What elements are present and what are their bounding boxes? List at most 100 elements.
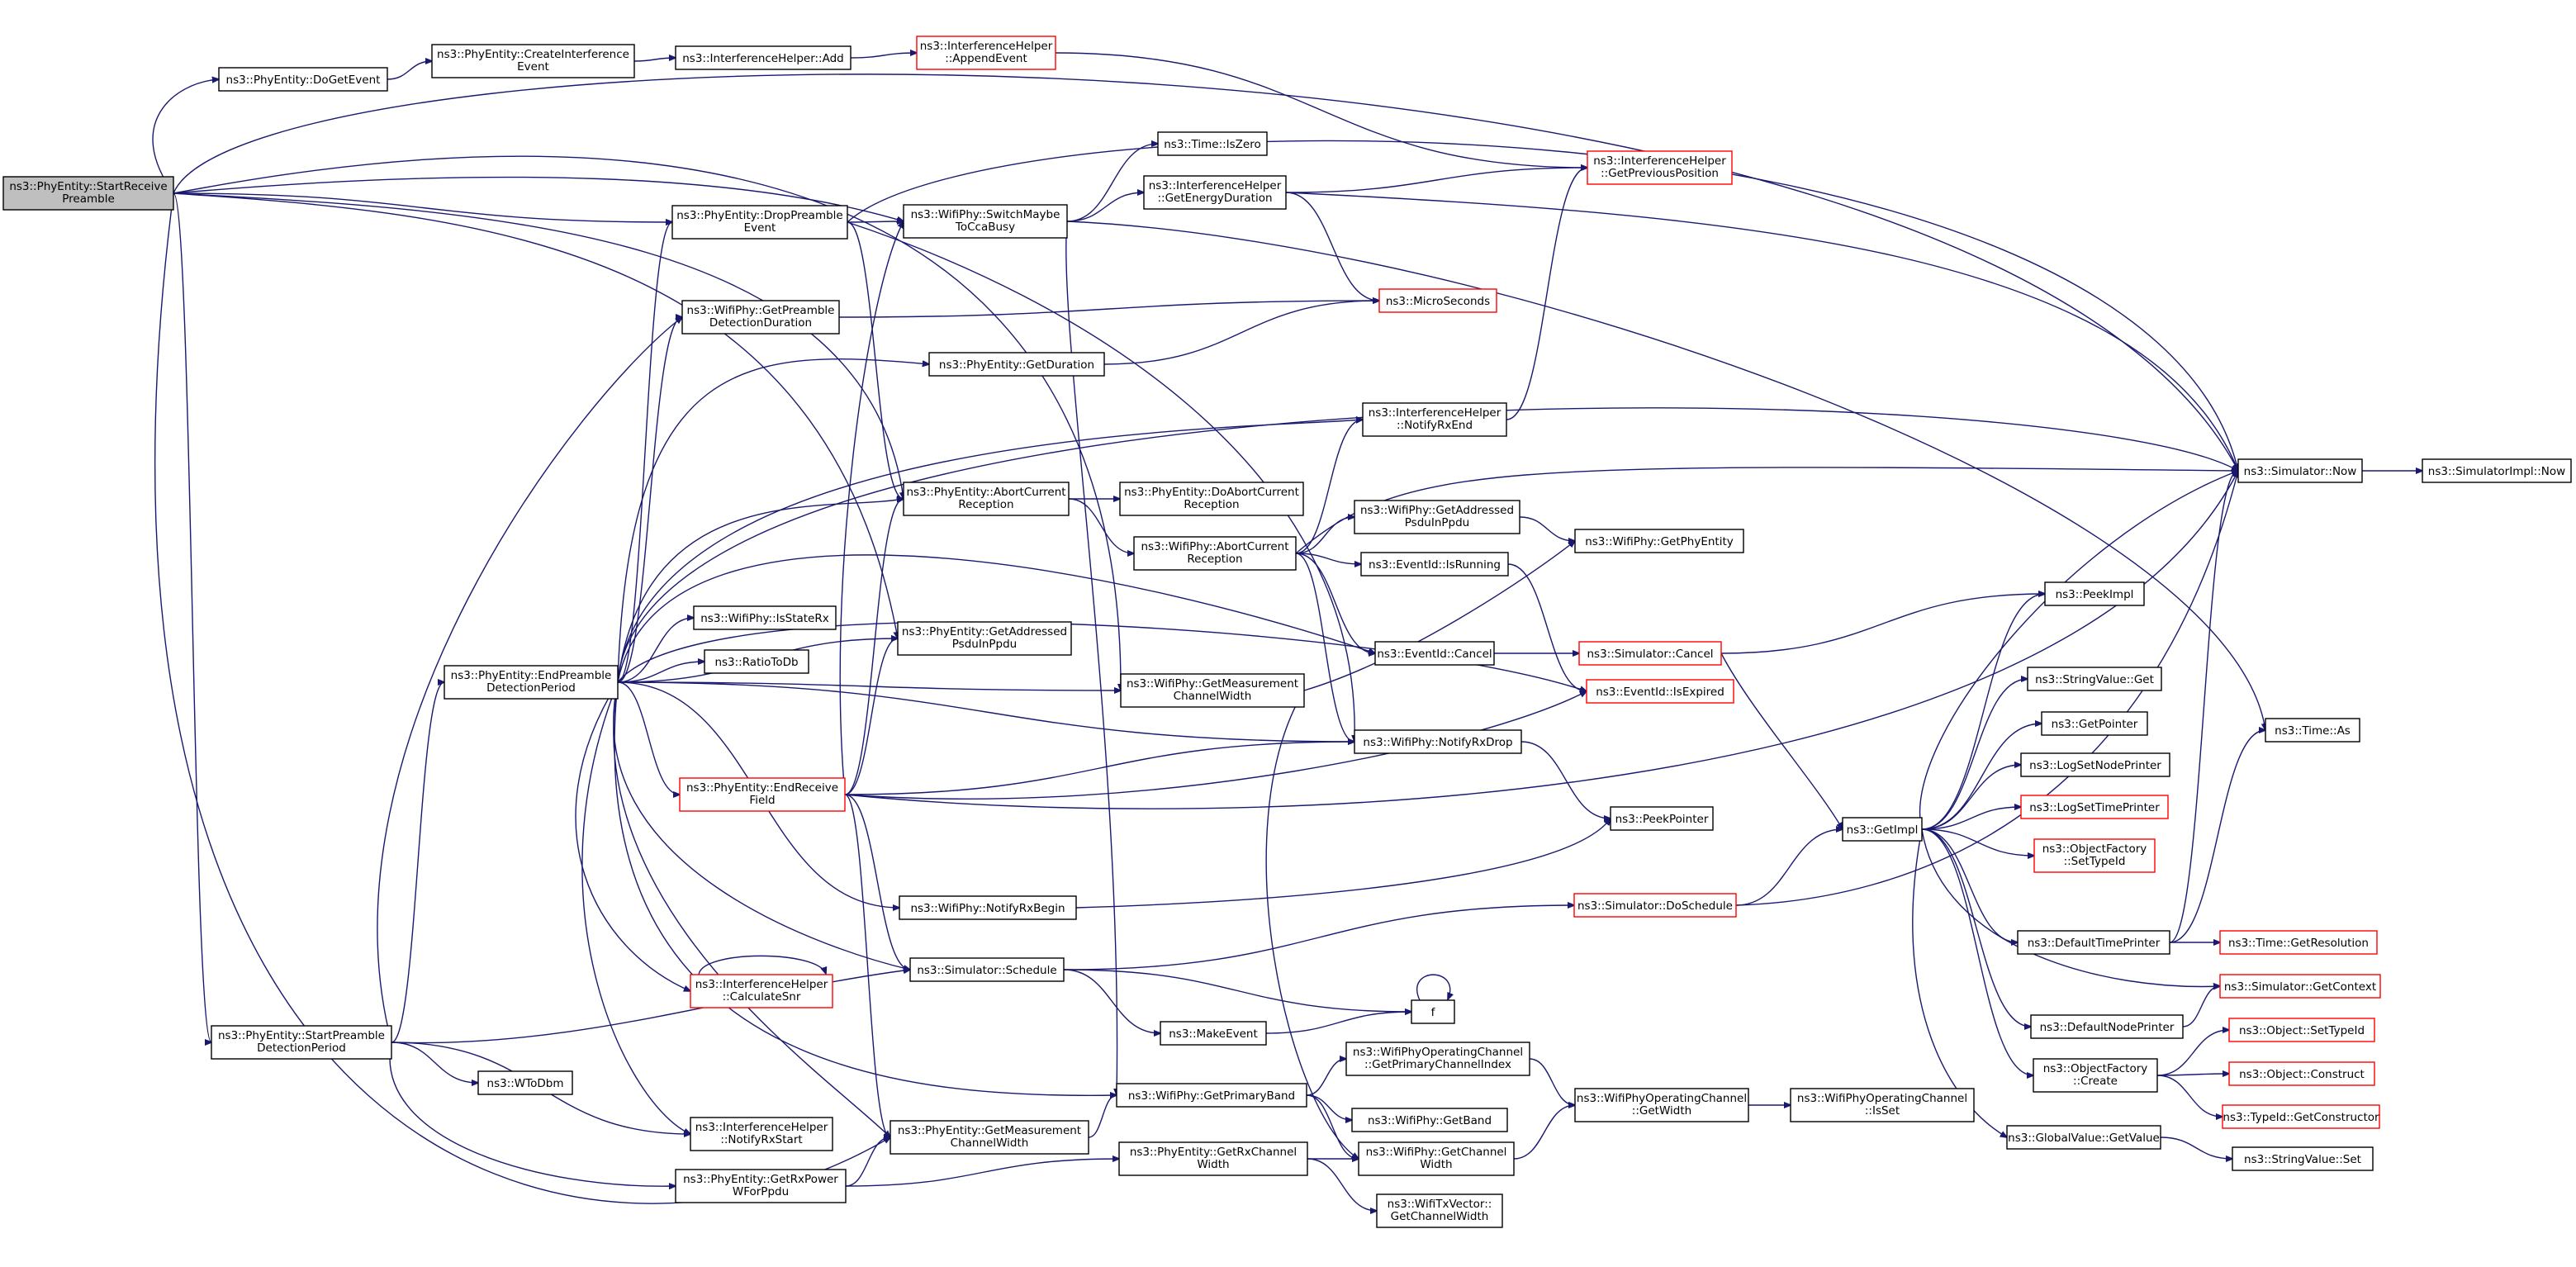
node-label: ::GetPrimaryChannelIndex xyxy=(1364,1058,1511,1071)
node-label: ChannelWidth xyxy=(951,1137,1029,1150)
node-get-preamble-detection-duration[interactable]: ns3::WifiPhy::GetPreambleDetectionDurati… xyxy=(681,300,840,335)
node-event-id-cancel[interactable]: ns3::EventId::Cancel xyxy=(1374,641,1495,666)
node-simulator-impl-now[interactable]: ns3::SimulatorImpl::Now xyxy=(2422,458,2572,483)
node-phy-get-duration[interactable]: ns3::PhyEntity::GetDuration xyxy=(928,352,1105,377)
call-edge xyxy=(844,691,1587,800)
node-tx-vector-get-channel-width[interactable]: ns3::WifiTxVector::GetChannelWidth xyxy=(1376,1193,1503,1228)
node-event-id-is-running[interactable]: ns3::EventId::IsRunning xyxy=(1360,552,1509,577)
node-ih-notify-rx-start[interactable]: ns3::InterferenceHelper::NotifyRxStart xyxy=(690,1117,833,1151)
node-time-is-zero[interactable]: ns3::Time::IsZero xyxy=(1157,131,1268,156)
node-default-time-printer[interactable]: ns3::DefaultTimePrinter xyxy=(2017,930,2170,955)
node-end-preamble-detection-period[interactable]: ns3::PhyEntity::EndPreambleDetectionPeri… xyxy=(444,665,619,700)
node-object-factory-create[interactable]: ns3::ObjectFactory::Create xyxy=(2033,1058,2158,1093)
node-log-set-node-printer[interactable]: ns3::LogSetNodePrinter xyxy=(2020,752,2170,777)
node-event-id-is-expired[interactable]: ns3::EventId::IsExpired xyxy=(1586,679,1734,704)
node-simulator-do-schedule[interactable]: ns3::Simulator::DoSchedule xyxy=(1573,893,1737,918)
node-start-preamble-detection-period[interactable]: ns3::PhyEntity::StartPreambleDetectionPe… xyxy=(211,1025,392,1060)
node-simulator-get-context[interactable]: ns3::Simulator::GetContext xyxy=(2219,974,2381,999)
node-ih-add[interactable]: ns3::InterferenceHelper::Add xyxy=(675,45,852,70)
function-nodes: ns3::PhyEntity::StartReceivePreamblens3:… xyxy=(2,36,2572,1228)
node-box xyxy=(1587,150,1733,185)
node-is-state-rx[interactable]: ns3::WifiPhy::IsStateRx xyxy=(693,605,837,630)
node-ratio-to-db[interactable]: ns3::RatioToDb xyxy=(704,649,809,674)
node-label: Field xyxy=(749,794,775,807)
node-label: ns3::WifiPhyOperatingChannel xyxy=(1577,1092,1747,1105)
node-do-get-event[interactable]: ns3::PhyEntity::DoGetEvent xyxy=(218,67,388,92)
node-f[interactable]: f xyxy=(1411,999,1455,1024)
node-string-value-set[interactable]: ns3::StringValue::Set xyxy=(2232,1146,2374,1171)
call-edge xyxy=(617,358,929,683)
call-edge xyxy=(1068,498,1134,553)
node-w-to-dbm[interactable]: ns3::WToDbm xyxy=(477,1070,573,1095)
node-box xyxy=(1574,529,1744,553)
node-log-set-time-printer[interactable]: ns3::LogSetTimePrinter xyxy=(2020,795,2169,819)
node-simulator-cancel[interactable]: ns3::Simulator::Cancel xyxy=(1578,641,1722,666)
node-box xyxy=(675,1169,847,1203)
node-wifiphy-get-phy-entity[interactable]: ns3::WifiPhy::GetPhyEntity xyxy=(1574,529,1744,553)
node-wifiphy-get-band[interactable]: ns3::WifiPhy::GetBand xyxy=(1351,1108,1508,1132)
node-get-impl[interactable]: ns3::GetImpl xyxy=(1842,817,1923,842)
node-box xyxy=(1120,673,1305,708)
call-edge xyxy=(2156,1074,2229,1075)
call-edge xyxy=(844,794,890,1137)
node-notify-rx-drop[interactable]: ns3::WifiPhy::NotifyRxDrop xyxy=(1354,729,1522,754)
node-box xyxy=(899,895,1077,920)
node-get-primary-channel-index[interactable]: ns3::WifiPhyOperatingChannel::GetPrimary… xyxy=(1345,1042,1530,1076)
node-label: ::GetEnergyDuration xyxy=(1157,192,1272,205)
node-object-set-type-id[interactable]: ns3::Object::SetTypeId xyxy=(2228,1018,2375,1042)
node-simulator-schedule[interactable]: ns3::Simulator::Schedule xyxy=(909,957,1065,982)
node-string-value-get[interactable]: ns3::StringValue::Get xyxy=(2027,667,2162,691)
call-edge xyxy=(613,681,890,1137)
node-default-node-printer[interactable]: ns3::DefaultNodePrinter xyxy=(2030,1014,2184,1039)
node-ih-get-energy-duration[interactable]: ns3::InterferenceHelper::GetEnergyDurati… xyxy=(1143,175,1287,210)
node-operating-channel-is-set[interactable]: ns3::WifiPhyOperatingChannel::IsSet xyxy=(1790,1088,1975,1122)
node-time-as[interactable]: ns3::Time::As xyxy=(2265,718,2360,743)
node-object-factory-set-type-id[interactable]: ns3::ObjectFactory::SetTypeId xyxy=(2033,838,2156,873)
node-label: ns3::WifiPhy::GetAddressed xyxy=(1360,504,1514,517)
node-wifiphy-get-channel-width[interactable]: ns3::WifiPhy::GetChannelWidth xyxy=(1358,1141,1515,1176)
node-type-id-get-constructor[interactable]: ns3::TypeId::GetConstructor xyxy=(2222,1104,2380,1129)
node-label: ::GetPreviousPosition xyxy=(1601,167,1719,180)
node-time-get-resolution[interactable]: ns3::Time::GetResolution xyxy=(2219,930,2378,955)
node-label: Width xyxy=(1420,1158,1452,1171)
node-get-pointer[interactable]: ns3::GetPointer xyxy=(2041,711,2148,736)
node-wifiphy-get-primary-band[interactable]: ns3::WifiPhy::GetPrimaryBand xyxy=(1116,1083,1307,1108)
node-label: ns3::WifiPhy::NotifyRxDrop xyxy=(1363,736,1512,749)
node-micro-seconds[interactable]: ns3::MicroSeconds xyxy=(1378,288,1497,313)
node-ih-get-previous-position[interactable]: ns3::InterferenceHelper::GetPreviousPosi… xyxy=(1587,150,1733,185)
node-simulator-now[interactable]: ns3::Simulator::Now xyxy=(2237,458,2363,483)
node-ih-append-event[interactable]: ns3::InterferenceHelper::AppendEvent xyxy=(916,36,1056,70)
call-edge xyxy=(1295,517,1354,554)
node-ih-calculate-snr[interactable]: ns3::InterferenceHelper::CalculateSnr xyxy=(690,974,833,1008)
node-peek-impl[interactable]: ns3::PeekImpl xyxy=(2044,581,2145,606)
call-edge xyxy=(173,192,898,638)
call-edge xyxy=(2169,730,2265,943)
node-label: ns3::Simulator::Cancel xyxy=(1587,648,1713,661)
node-phy-get-measurement-channel-width[interactable]: ns3::PhyEntity::GetMeasurementChannelWid… xyxy=(890,1120,1089,1155)
node-ih-notify-rx-end[interactable]: ns3::InterferenceHelper::NotifyRxEnd xyxy=(1362,402,1507,437)
node-make-event[interactable]: ns3::MakeEvent xyxy=(1160,1021,1267,1046)
node-peek-pointer[interactable]: ns3::PeekPointer xyxy=(1610,806,1714,831)
node-global-value-get-value[interactable]: ns3::GlobalValue::GetValue xyxy=(2006,1125,2161,1150)
node-object-construct[interactable]: ns3::Object::Construct xyxy=(2228,1061,2375,1086)
node-operating-channel-get-width[interactable]: ns3::WifiPhyOperatingChannel::GetWidth xyxy=(1574,1088,1749,1122)
node-box xyxy=(2228,1061,2375,1086)
call-edge xyxy=(1919,471,2238,830)
node-label: ns3::WifiPhy::IsStateRx xyxy=(700,612,829,625)
node-notify-rx-begin[interactable]: ns3::WifiPhy::NotifyRxBegin xyxy=(899,895,1077,920)
node-label: ns3::TypeId::GetConstructor xyxy=(2223,1111,2379,1124)
